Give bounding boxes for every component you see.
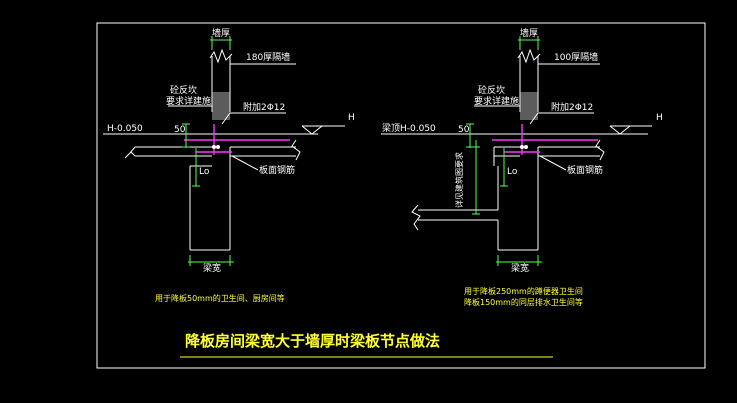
left-upturn-label-2: 要求详建施 [166, 95, 211, 107]
right-dim-lo: Lo [507, 167, 518, 177]
left-added-rebar-dot-1 [212, 145, 216, 149]
drawing-frame [96, 22, 706, 369]
left-wall-thickness-label: 墙厚 [212, 27, 230, 39]
right-added-rebar-label: 附加2Φ12 [551, 101, 593, 113]
left-concrete-upturn [212, 92, 230, 120]
right-upturn-label-2: 要求详建施 [474, 95, 519, 107]
left-note: 用于降板50mm的卫生间、厨房间等 [155, 293, 285, 303]
left-level-h: H [348, 113, 355, 123]
right-level-h: H [656, 113, 663, 123]
left-beam-width-label: 梁宽 [203, 262, 221, 274]
right-rebar [492, 124, 598, 155]
right-upturn-label-1: 砼反坎 [478, 84, 505, 96]
left-partition-label: 180厚隔墙 [246, 51, 290, 63]
right-detail: 墙厚 100厚隔墙 砼反坎 要求详建施 附加2Φ12 [381, 27, 663, 307]
left-wall-thickness-dim [210, 36, 232, 50]
right-concrete-upturn [520, 92, 538, 120]
right-drop-dim-label: 详见建筑图要求 [454, 152, 464, 208]
right-beam-width-label: 梁宽 [511, 262, 529, 274]
right-dim-50: 50 [458, 125, 470, 135]
right-level-label: 梁顶H-0.050 [382, 122, 436, 134]
left-added-rebar-dot-2 [216, 145, 220, 149]
left-dim-50: 50 [174, 125, 186, 135]
right-note-2: 降板150mm的同层排水卫生间等 [464, 297, 583, 307]
right-wall [517, 48, 541, 112]
right-partition-label: 100厚隔墙 [554, 51, 598, 63]
left-added-rebar-label: 附加2Φ12 [243, 101, 285, 113]
left-upturn-label-1: 砼反坎 [170, 84, 197, 96]
left-detail: 墙厚 180厚隔墙 砼反坎 要求详建施 附加2Φ12 [103, 27, 355, 303]
left-rebar [184, 124, 290, 155]
right-wall-thickness-label: 墙厚 [520, 27, 538, 39]
left-wall [209, 48, 233, 112]
right-slab-rebar-label: 板面钢筋 [567, 164, 603, 176]
right-note-1: 用于降板250mm的蹲便器卫生间 [464, 286, 583, 296]
left-dim-lo: Lo [199, 167, 210, 177]
drawing-title: 降板房间梁宽大于墙厚时梁板节点做法 [185, 332, 440, 350]
right-added-rebar-dot-2 [524, 145, 528, 149]
left-level-label: H-0.050 [107, 124, 143, 134]
left-slab-rebar-label: 板面钢筋 [259, 164, 295, 176]
right-added-rebar-dot-1 [520, 145, 524, 149]
